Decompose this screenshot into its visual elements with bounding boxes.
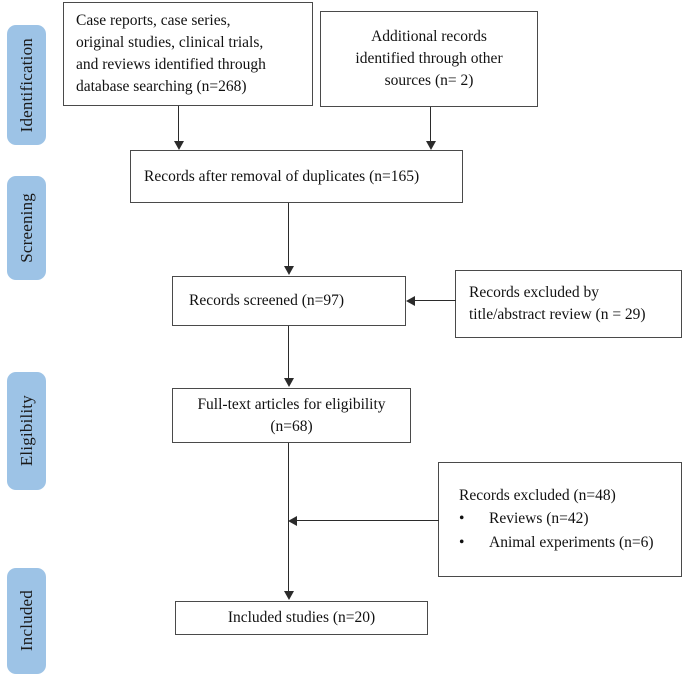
- box-other-sources: Additional records identified through ot…: [320, 11, 538, 107]
- box-fulltext-eligibility-line-2: (n=68): [270, 417, 313, 435]
- connector-other-sources-down: [430, 107, 432, 142]
- box-fulltext-eligibility-line-1: Full-text articles for eligibility: [197, 395, 386, 413]
- box-included-studies: Included studies (n=20): [175, 601, 428, 635]
- box-records-screened: Records screened (n=97): [172, 276, 406, 326]
- box-excluded-title-abstract-line-1: Records excluded by: [469, 284, 599, 301]
- stage-tab-screening: Screening: [7, 176, 46, 280]
- stage-tab-included: Included: [7, 568, 46, 674]
- bullet-icon: •: [459, 510, 465, 528]
- stage-tab-eligibility: Eligibility: [7, 372, 46, 490]
- connector-screened-to-fulltext: [288, 326, 290, 378]
- box-database-search-line-2: original studies, clinical trials,: [76, 34, 264, 51]
- connector-excluded-fulltext: [297, 520, 439, 522]
- arrowhead-fulltext-eligibility: [283, 378, 294, 387]
- box-database-search: Case reports, case series, original stud…: [63, 2, 313, 106]
- stage-tab-identification: Identification: [7, 25, 46, 145]
- arrowhead-included-studies: [283, 591, 294, 600]
- list-item: • Reviews (n=42): [447, 507, 681, 530]
- box-duplicates-removed: Records after removal of duplicates (n=1…: [130, 150, 463, 203]
- connector-database-search-down: [178, 106, 180, 142]
- arrowhead-records-screened: [283, 266, 294, 275]
- arrowhead-other-sources: [425, 141, 436, 150]
- excluded-fulltext-bullet-list: • Reviews (n=42) • Animal experiments (n=6…: [447, 507, 681, 554]
- stage-tab-eligibility-label: Eligibility: [16, 395, 36, 467]
- stage-tab-screening-label: Screening: [16, 193, 36, 263]
- list-item: • Animal experiments (n=6): [447, 531, 681, 554]
- box-other-sources-line-3: sources (n= 2): [384, 72, 474, 89]
- box-other-sources-line-1: Additional records: [371, 28, 487, 45]
- box-fulltext-eligibility: Full-text articles for eligibility (n=68…: [172, 388, 411, 443]
- connector-fulltext-to-included: [288, 443, 290, 591]
- stage-tab-included-label: Included: [16, 590, 36, 652]
- arrowhead-excluded-fulltext: [288, 515, 297, 526]
- box-database-search-line-1: Case reports, case series,: [76, 12, 231, 29]
- box-excluded-title-abstract: Records excluded by title/abstract revie…: [455, 270, 682, 338]
- stage-tab-identification-label: Identification: [16, 37, 36, 133]
- arrowhead-excluded-title-abstract: [406, 295, 415, 306]
- box-database-search-line-4: database searching (n=268): [76, 78, 247, 95]
- arrowhead-database-search: [173, 141, 184, 150]
- box-database-search-line-3: and reviews identified through: [76, 56, 266, 73]
- bullet-icon: •: [459, 533, 465, 551]
- box-excluded-fulltext: Records excluded (n=48) • Reviews (n=42) …: [438, 462, 682, 577]
- list-item-label: Animal experiments (n=6): [489, 533, 654, 551]
- box-records-screened-line-1: Records screened (n=97): [189, 292, 345, 309]
- connector-excluded-title-abstract: [415, 300, 456, 302]
- box-excluded-fulltext-heading: Records excluded (n=48): [459, 487, 616, 505]
- connector-duplicates-to-screened: [288, 203, 290, 266]
- box-included-studies-line-1: Included studies (n=20): [227, 609, 376, 626]
- box-excluded-title-abstract-line-2: title/abstract review (n = 29): [469, 306, 646, 323]
- box-duplicates-removed-line-1: Records after removal of duplicates (n=1…: [144, 167, 420, 185]
- box-other-sources-line-2: identified through other: [355, 50, 503, 67]
- list-item-label: Reviews (n=42): [489, 510, 589, 528]
